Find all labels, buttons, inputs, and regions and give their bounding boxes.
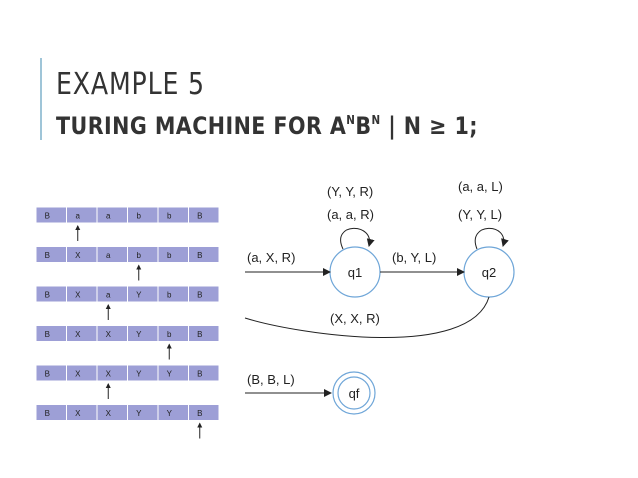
tape-cell-symbol: B [197,330,202,339]
tape-cell-symbol: B [45,291,50,300]
arrow-q2-q1 [244,296,490,338]
tape-cell-symbol: b [167,330,172,339]
tape-cell-symbol: a [106,291,111,300]
label-start-qf: (B, B, L) [247,372,295,387]
tape-cell [188,285,220,303]
label-q2-q1: (X, X, R) [330,311,380,326]
tape-cell-symbol: b [137,212,142,221]
state-q2-label: q2 [482,265,496,280]
slide-title: EXAMPLE 5 [56,67,205,102]
tape-cell-symbol: B [197,409,202,418]
tape-head-arrowhead [105,383,111,388]
state-qf-inner [337,376,371,410]
subtitle-part: | N ≥ 1; [380,112,478,140]
tape-cell-symbol: X [75,330,81,339]
loop-q2 [474,227,509,250]
label-q2-self-b: (Y, Y, L) [458,207,502,222]
tape-cell-symbol: B [45,330,50,339]
tape-cell [188,325,220,342]
tape-cell [188,364,220,382]
tape-cell-symbol: B [45,370,50,379]
tape-cell-symbol: a [106,212,111,221]
tape-cell-symbol: b [167,212,172,221]
subtitle-superscript: N [346,113,356,127]
tape-cell-symbol: X [106,409,112,418]
tape-cell-symbol: Y [136,409,142,418]
label-q1-self-b: (a, a, R) [327,207,374,222]
tape-cell-symbol: Y [136,291,142,300]
subtitle-part: B [355,112,372,140]
tape-cell [188,404,220,421]
tape-cell-symbol: Y [136,330,142,339]
tape-cell [188,206,220,224]
tape-cell-symbol: B [45,212,50,221]
label-start-q1: (a, X, R) [247,250,295,265]
tape-cell-symbol: X [106,370,112,379]
state-qf-label: qf [349,386,360,401]
accent-bar [40,58,42,140]
tape-head-arrowhead [197,422,203,428]
tape-cell-symbol: X [75,409,81,418]
tape-cell-symbol: b [167,251,172,260]
tape-head-arrowhead [136,264,142,270]
slide-subtitle: TURING MACHINE FOR ANBN | N ≥ 1; [56,114,478,138]
tape-cell-symbol: B [197,370,202,379]
tape-cell-symbol: Y [167,370,173,379]
tape-cell-symbol: B [197,251,202,260]
tape-cell-symbol: B [45,251,50,260]
tape-cell-symbol: X [75,251,81,260]
tape-cell-symbol: a [76,212,81,221]
tape-cell-symbol: Y [167,409,173,418]
tape-cell-symbol: a [106,251,111,260]
tape-cell-symbol: X [75,291,81,300]
subtitle-superscript: N [371,113,381,127]
loop-q1 [340,227,375,250]
tape-cell-symbol: b [167,291,172,300]
state-q1-label: q1 [348,265,362,280]
label-q1-q2: (b, Y, L) [392,250,436,265]
tape-head-arrowhead [105,304,111,309]
tape-cell-symbol: B [45,409,50,418]
tape-head-arrowhead [166,343,172,349]
tape-cell-symbol: Y [136,370,142,379]
tape-cell [188,246,220,263]
tape-cell-symbol: B [197,212,202,221]
subtitle-part: TURING MACHINE FOR A [56,112,347,140]
tape-cell-symbol: B [197,291,202,300]
tape-cell-symbol: b [137,251,142,260]
state-qf-outer [332,371,376,415]
label-q1-self-a: (Y, Y, R) [327,184,373,199]
tape-cell-symbol: X [106,330,112,339]
tape-head-arrowhead [75,225,81,230]
label-q2-self-a: (a, a, L) [458,179,503,194]
tape-cell-symbol: X [75,370,81,379]
